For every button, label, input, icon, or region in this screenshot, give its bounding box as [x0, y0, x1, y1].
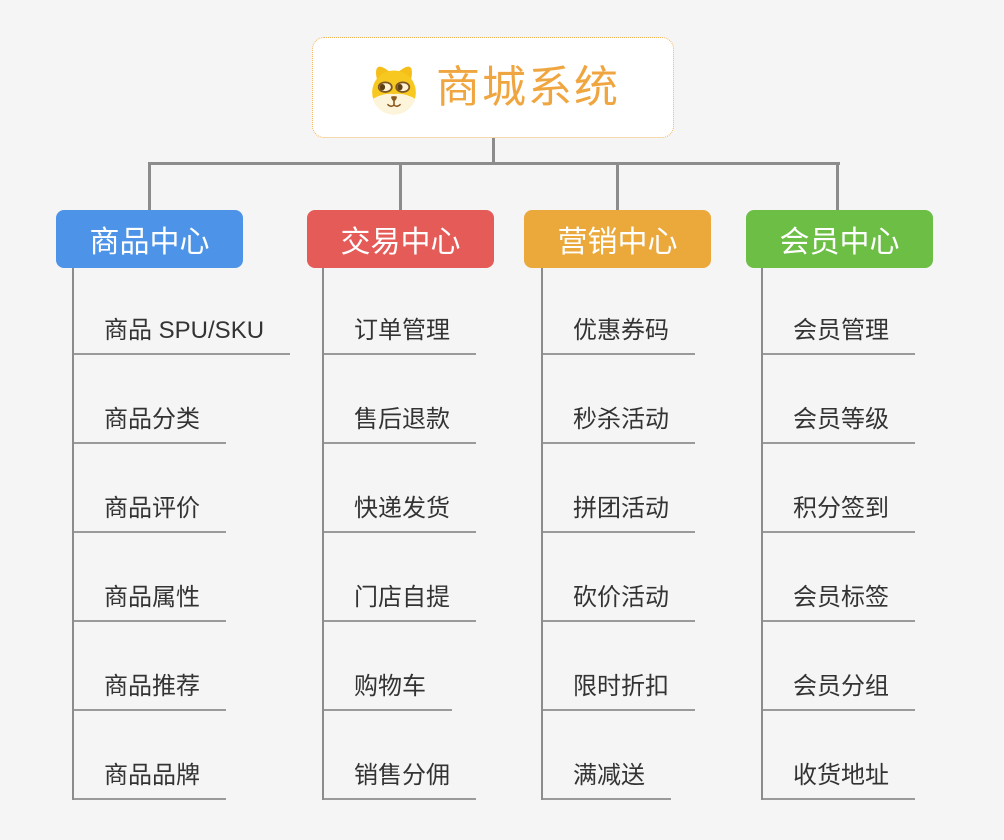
topic-node[interactable]: 商品 SPU/SKU: [74, 316, 291, 355]
connector-drop-1: [148, 162, 151, 210]
topic-node[interactable]: 商品品牌: [74, 761, 226, 800]
topic-node[interactable]: 会员分组: [763, 672, 915, 711]
connector-drop-2: [399, 162, 402, 210]
topic-node[interactable]: 商品评价: [74, 494, 226, 533]
topic-node[interactable]: 销售分佣: [324, 761, 476, 800]
topic-node[interactable]: 快递发货: [324, 494, 476, 533]
branch-column-trade: 订单管理 售后退款 快递发货 门店自提 购物车 销售分佣: [322, 268, 476, 800]
topic-node[interactable]: 砍价活动: [543, 583, 695, 622]
topic-node[interactable]: 购物车: [324, 672, 452, 711]
branch-node-member-center[interactable]: 会员中心: [746, 210, 933, 268]
root-node[interactable]: 商城系统: [312, 37, 674, 138]
topic-node[interactable]: 优惠券码: [543, 316, 695, 355]
topic-node[interactable]: 会员等级: [763, 405, 915, 444]
branch-column-marketing: 优惠券码 秒杀活动 拼团活动 砍价活动 限时折扣 满减送: [541, 268, 695, 800]
topic-node[interactable]: 商品分类: [74, 405, 226, 444]
topic-node[interactable]: 拼团活动: [543, 494, 695, 533]
branch-column-product: 商品 SPU/SKU 商品分类 商品评价 商品属性 商品推荐 商品品牌: [72, 268, 291, 800]
topic-node[interactable]: 会员管理: [763, 316, 915, 355]
connector-drop-4: [836, 162, 839, 210]
connector-drop-3: [616, 162, 619, 210]
topic-node[interactable]: 限时折扣: [543, 672, 695, 711]
topic-node[interactable]: 售后退款: [324, 405, 476, 444]
topic-node[interactable]: 满减送: [543, 761, 671, 800]
dog-face-icon: [372, 66, 416, 114]
branch-node-product-center[interactable]: 商品中心: [56, 210, 243, 268]
branch-node-marketing-center[interactable]: 营销中心: [524, 210, 711, 268]
branch-column-member: 会员管理 会员等级 积分签到 会员标签 会员分组 收货地址: [761, 268, 915, 800]
root-title: 商城系统: [436, 62, 620, 112]
topic-node[interactable]: 订单管理: [324, 316, 476, 355]
topic-node[interactable]: 商品推荐: [74, 672, 226, 711]
topic-node[interactable]: 收货地址: [763, 761, 915, 800]
connector-bus: [148, 162, 840, 165]
topic-node[interactable]: 商品属性: [74, 583, 226, 622]
topic-node[interactable]: 会员标签: [763, 583, 915, 622]
connector-root-stub: [492, 138, 495, 165]
topic-node[interactable]: 秒杀活动: [543, 405, 695, 444]
topic-node[interactable]: 门店自提: [324, 583, 476, 622]
topic-node[interactable]: 积分签到: [763, 494, 915, 533]
branch-node-trade-center[interactable]: 交易中心: [307, 210, 494, 268]
